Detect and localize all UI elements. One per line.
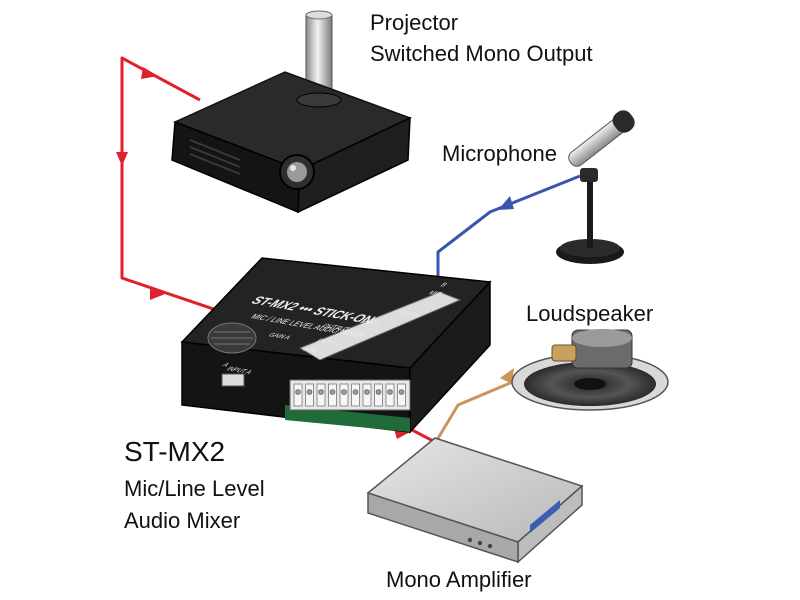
terminal-screw — [328, 383, 337, 407]
terminal-screw — [397, 383, 406, 407]
terminal-screw — [374, 383, 383, 407]
amplifier-image — [366, 437, 584, 564]
device-sel-a-label: A — [220, 362, 230, 368]
terminal-screw-head — [329, 389, 336, 395]
terminal-screw-head — [318, 389, 324, 395]
arrow-icon — [141, 67, 158, 79]
arrow-icon — [498, 196, 514, 210]
device-sel-b-label: B — [438, 282, 448, 288]
terminal-screw-head — [306, 389, 313, 395]
arrow-icon — [500, 368, 514, 384]
projector-label-line2: Switched Mono Output — [370, 41, 593, 66]
terminal-screw — [293, 383, 303, 407]
terminal-screw-head — [387, 389, 393, 395]
mic-cable-path — [436, 174, 581, 282]
device-gain-a-label: GAIN A — [266, 332, 292, 341]
terminal-screw-head — [352, 389, 359, 395]
vent-holes — [211, 331, 253, 345]
terminal-screw — [351, 383, 360, 407]
device-input-a-label: INPUT A — [224, 366, 253, 375]
mic-holder — [580, 168, 598, 182]
projector-vents — [189, 139, 241, 175]
terminal-screw — [316, 383, 326, 407]
speaker-dust-cap — [574, 378, 606, 390]
mixer-side — [409, 280, 491, 434]
microphone-label: Microphone — [442, 141, 557, 166]
terminal-screw-head — [375, 389, 382, 395]
speaker-terminal — [551, 344, 577, 362]
terminal-screw-head — [295, 389, 301, 395]
terminal-screw — [339, 383, 349, 407]
projector-label-line1: Projector — [370, 10, 459, 35]
mic-line-switch — [221, 373, 245, 387]
device-pwr-in-label: PWR IN — [314, 338, 341, 347]
loudspeaker-image — [511, 329, 669, 411]
mixer-device: ST-MX2 ••• STICK-ON MIC / LINE LEVEL AUD… — [180, 257, 492, 434]
speaker-magnet-top — [572, 329, 632, 347]
device-gain-b-label: GAIN B — [356, 318, 382, 327]
microphone-cable — [436, 174, 581, 282]
device-line-label: LINE — [300, 346, 319, 353]
terminal-screw-head — [398, 389, 405, 395]
mixer-board — [285, 405, 410, 432]
arrow-icon — [150, 289, 165, 300]
lens-glass — [287, 162, 307, 182]
terminal-screw — [385, 383, 395, 407]
terminal-screw-head — [364, 389, 370, 395]
amp-display — [530, 500, 560, 533]
pole-top — [305, 10, 333, 20]
terminal-strip-top — [298, 291, 462, 361]
terminal-screw — [362, 383, 372, 407]
terminal-block — [289, 379, 411, 411]
device-mic-label: MIC — [426, 290, 443, 297]
lens-highlight — [290, 165, 296, 171]
microphone-image — [556, 110, 635, 264]
projector-mount-plate — [296, 92, 342, 108]
terminal-screw — [305, 383, 314, 407]
mixer-model-label: ST-MX2 — [124, 436, 226, 467]
arrow-icon — [116, 152, 128, 166]
amplifier-label: Mono Amplifier — [386, 567, 532, 592]
mixer-label-line1: Mic/Line Level — [124, 476, 265, 501]
mic-grille — [612, 110, 635, 133]
device-output-label: OUTPUT — [320, 323, 351, 332]
projector-image — [171, 10, 412, 214]
mixer-label-line2: Audio Mixer — [124, 508, 241, 533]
device-input-b-label: INPUT B — [392, 309, 421, 318]
mic-stand-pole — [587, 180, 593, 248]
loudspeaker-label: Loudspeaker — [526, 301, 654, 326]
terminal-screw-head — [341, 389, 347, 395]
amp-knobs — [467, 537, 493, 549]
projector-side — [297, 116, 411, 214]
